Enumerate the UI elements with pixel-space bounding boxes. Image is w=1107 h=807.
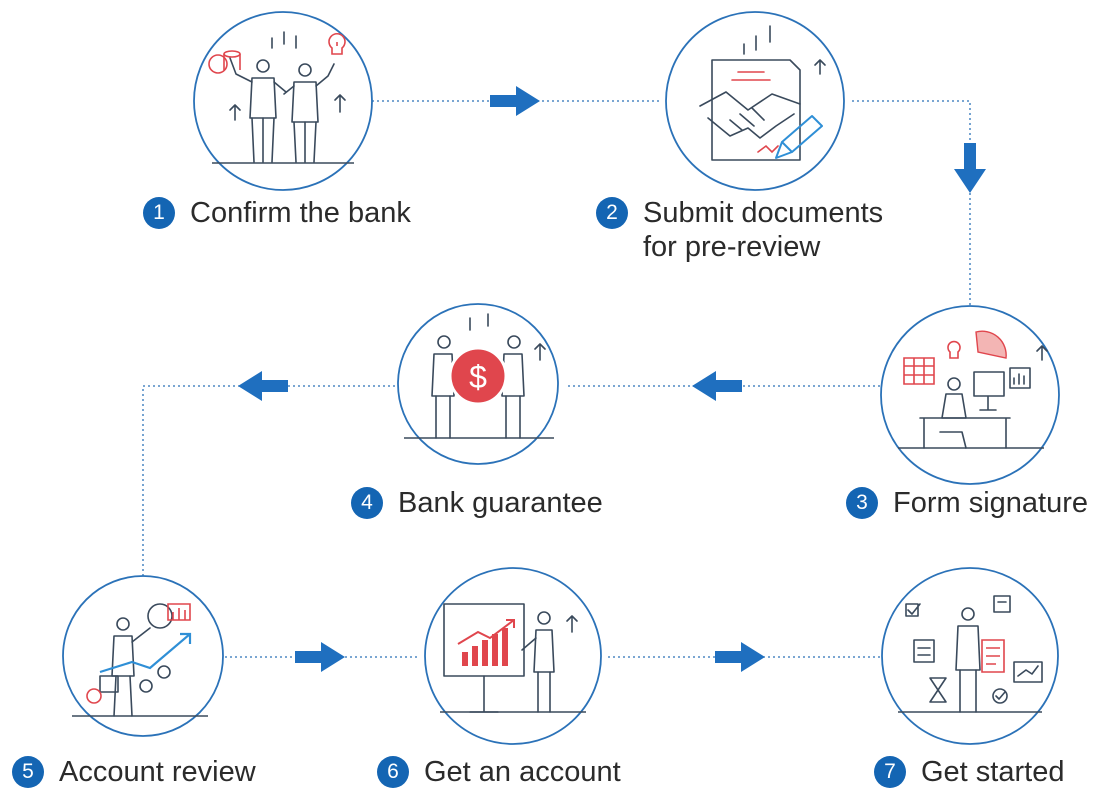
step-7-title: Get started <box>921 756 1065 788</box>
clipboard-checklist-icon <box>881 567 1059 745</box>
businessmen-bulb-coins-icon <box>193 11 373 191</box>
step-4-badge: 4 <box>351 487 383 519</box>
step-4-label: 4 Bank guarantee <box>351 486 603 520</box>
step-7-badge: 7 <box>874 756 906 788</box>
step-5-badge: 5 <box>12 756 44 788</box>
dollar-coin-agreement-icon: $ <box>397 303 559 465</box>
connector-4-5 <box>142 385 395 578</box>
arrow-right-icon <box>715 642 765 672</box>
step-1-label: 1 Confirm the bank <box>143 196 411 230</box>
svg-text:$: $ <box>469 359 487 395</box>
arrow-right-icon <box>295 642 345 672</box>
step-3-label: 3 Form signature <box>846 486 1088 520</box>
step-2-label: 2 Submit documents for pre-review <box>596 196 883 264</box>
handshake-document-pen-icon <box>665 11 845 191</box>
step-5-title: Account review <box>59 756 256 788</box>
step-5-label: 5 Account review <box>12 755 256 789</box>
arrow-down-icon <box>954 143 986 193</box>
arrow-left-icon <box>692 371 742 401</box>
presentation-board-chart-icon <box>424 567 602 745</box>
step-2-title: Submit documents for pre-review <box>643 197 884 263</box>
magnifier-growth-chart-icon <box>62 575 224 737</box>
arrow-right-icon <box>490 86 540 116</box>
step-7-label: 7 Get started <box>874 755 1064 789</box>
step-6-title: Get an account <box>424 756 621 788</box>
step-3-title: Form signature <box>893 487 1089 519</box>
step-4-title: Bank guarantee <box>398 487 603 519</box>
step-2-badge: 2 <box>596 197 628 229</box>
step-1-title: Confirm the bank <box>190 197 411 229</box>
arrows <box>238 86 986 672</box>
desk-computer-calendar-icon <box>880 305 1060 485</box>
arrow-left-icon <box>238 371 288 401</box>
step-1-badge: 1 <box>143 197 175 229</box>
step-6-label: 6 Get an account <box>377 755 621 789</box>
step-3-badge: 3 <box>846 487 878 519</box>
step-6-badge: 6 <box>377 756 409 788</box>
